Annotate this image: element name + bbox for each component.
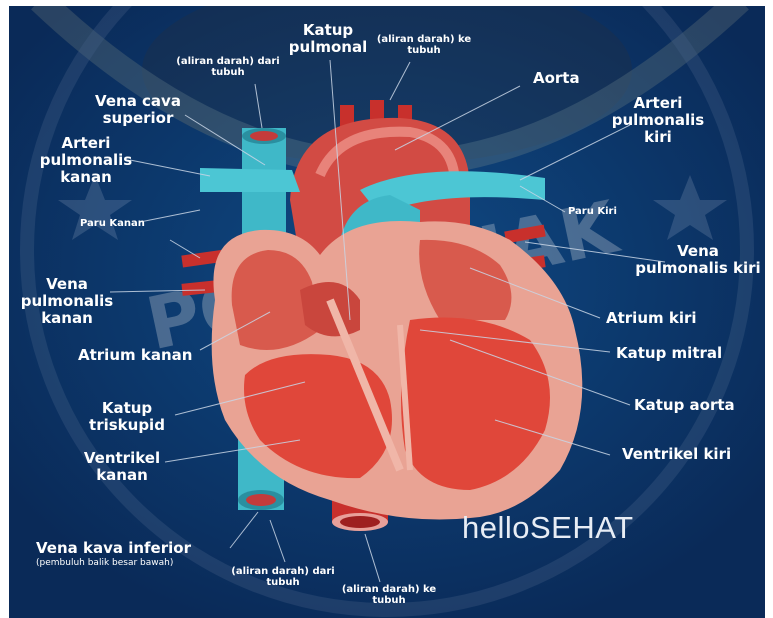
label-paru-kiri: Paru Kiri <box>568 206 617 217</box>
label-arteri-pulmonalis-kanan: Arteri pulmonalis kanan <box>36 135 136 185</box>
brand-logo: helloSEHAT <box>462 510 634 546</box>
label-vena-kava-inferior: Vena kava inferior <box>36 540 191 557</box>
label-vena-cava-superior: Vena cava superior <box>80 93 196 127</box>
label-pembuluh-balik: (pembuluh balik besar bawah) <box>36 558 173 568</box>
label-aliran-ke-tubuh-bottom: (aliran darah) ke tubuh <box>334 584 444 606</box>
label-katup-mitral: Katup mitral <box>616 345 722 362</box>
label-aliran-ke-tubuh-top: (aliran darah) ke tubuh <box>374 34 474 56</box>
label-vena-pulmonalis-kiri: Vena pulmonalis kiri <box>633 243 763 277</box>
label-arteri-pulmonalis-kiri: Arteri pulmonalis kiri <box>600 95 716 145</box>
label-aliran-dari-tubuh-top: (aliran darah) dari tubuh <box>176 56 280 78</box>
label-atrium-kanan: Atrium kanan <box>78 347 192 364</box>
label-katup-aorta: Katup aorta <box>634 397 735 414</box>
label-ventrikel-kanan: Ventrikel kanan <box>62 450 182 484</box>
label-atrium-kiri: Atrium kiri <box>606 310 697 327</box>
label-ventrikel-kiri: Ventrikel kiri <box>622 446 731 463</box>
label-katup-pulmonal: Katup pulmonal <box>283 22 373 56</box>
label-aliran-dari-tubuh-bottom: (aliran darah) dari tubuh <box>228 566 338 588</box>
label-aorta: Aorta <box>533 70 580 87</box>
label-katup-triskupid: Katup triskupid <box>72 400 182 434</box>
label-paru-kanan: Paru Kanan <box>80 218 145 229</box>
label-vena-pulmonalis-kanan: Vena pulmonalis kanan <box>12 276 122 326</box>
diagram-canvas: PONTIANAK <box>9 6 765 618</box>
